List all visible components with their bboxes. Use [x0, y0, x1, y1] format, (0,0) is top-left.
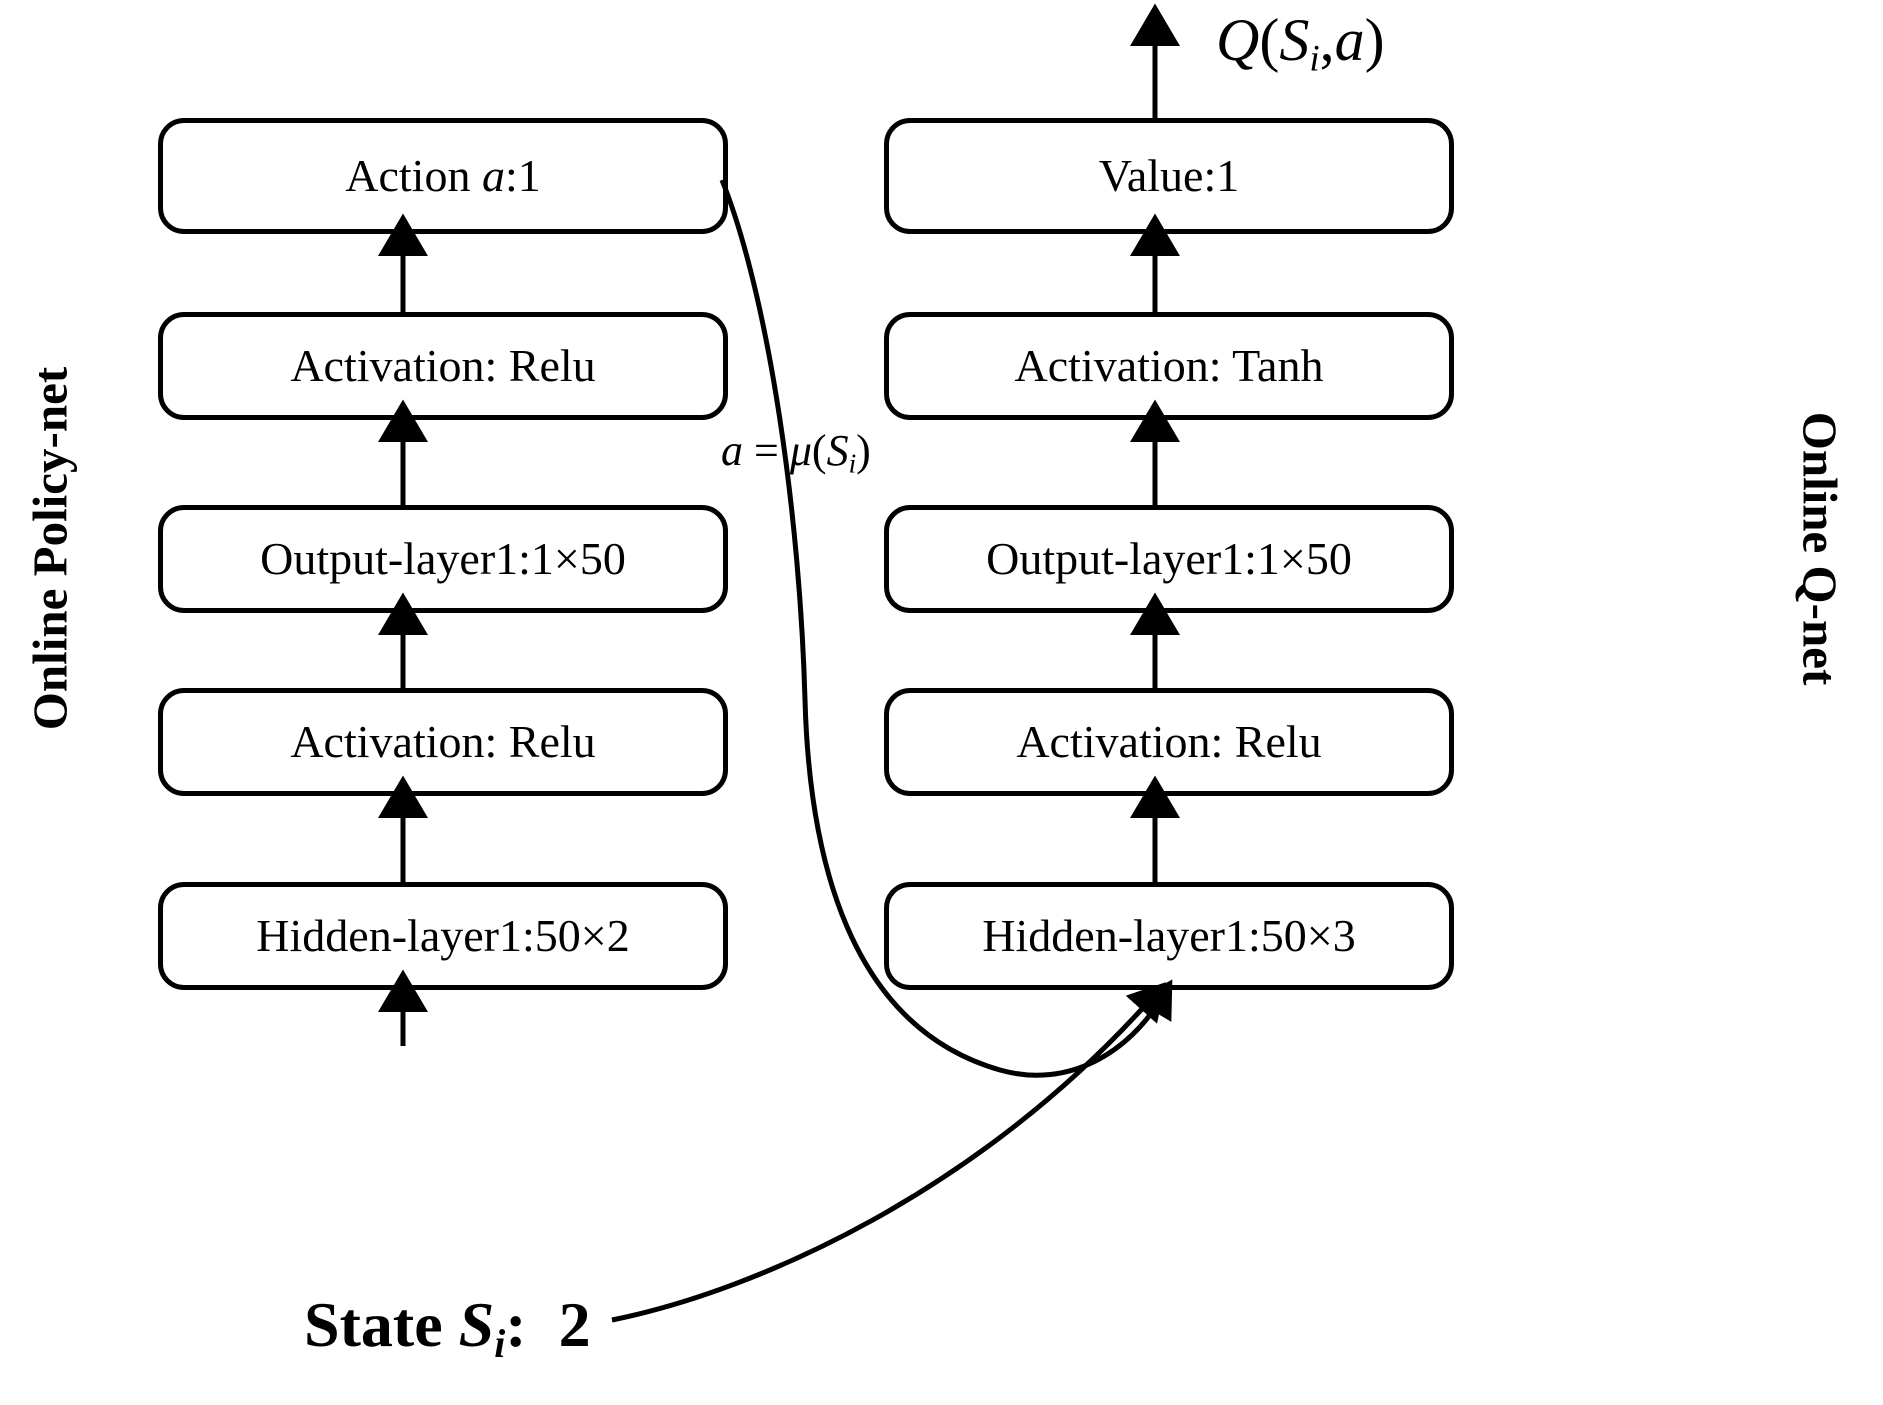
policy-node-activation-1-label: Activation: Relu	[290, 716, 596, 767]
qnet-node-activation-2[interactable]: Activation: Tanh	[884, 312, 1454, 420]
policy-node-activation-2[interactable]: Activation: Relu	[158, 312, 728, 420]
q-output-label: Q(Si,a)	[1216, 7, 1385, 80]
policy-node-action-label: Action a:1	[345, 150, 541, 201]
qnet-node-activation-1[interactable]: Activation: Relu	[884, 688, 1454, 796]
policy-node-hidden-layer-1[interactable]: Hidden-layer1:50×2	[158, 882, 728, 990]
policy-node-hidden-layer-1-label: Hidden-layer1:50×2	[256, 910, 630, 961]
qnet-node-value[interactable]: Value:1	[884, 118, 1454, 234]
qnet-node-hidden-layer-1[interactable]: Hidden-layer1:50×3	[884, 882, 1454, 990]
qnet-node-output-layer-1[interactable]: Output-layer1:1×50	[884, 505, 1454, 613]
policy-node-output-layer-1[interactable]: Output-layer1:1×50	[158, 505, 728, 613]
state-input-label: State Si: 2	[304, 1289, 591, 1367]
policy-mapping-label: a = μ(Si)	[721, 426, 871, 479]
curve-state-to-qnet-hidden1	[611, 982, 1167, 1323]
q-net-caption: Online Q-net	[1792, 411, 1848, 686]
policy-node-activation-2-label: Activation: Relu	[290, 340, 596, 391]
policy-net-caption: Online Policy-net	[22, 366, 78, 731]
policy-node-activation-1[interactable]: Activation: Relu	[158, 688, 728, 796]
qnet-node-activation-1-label: Activation: Relu	[1016, 716, 1322, 767]
qnet-node-activation-2-label: Activation: Tanh	[1014, 340, 1324, 391]
qnet-node-output-layer-1-label: Output-layer1:1×50	[986, 533, 1352, 584]
policy-node-output-layer-1-label: Output-layer1:1×50	[260, 533, 626, 584]
qnet-node-value-label: Value:1	[1098, 150, 1240, 201]
policy-node-action[interactable]: Action a:1	[158, 118, 728, 234]
qnet-node-hidden-layer-1-label: Hidden-layer1:50×3	[982, 910, 1356, 961]
